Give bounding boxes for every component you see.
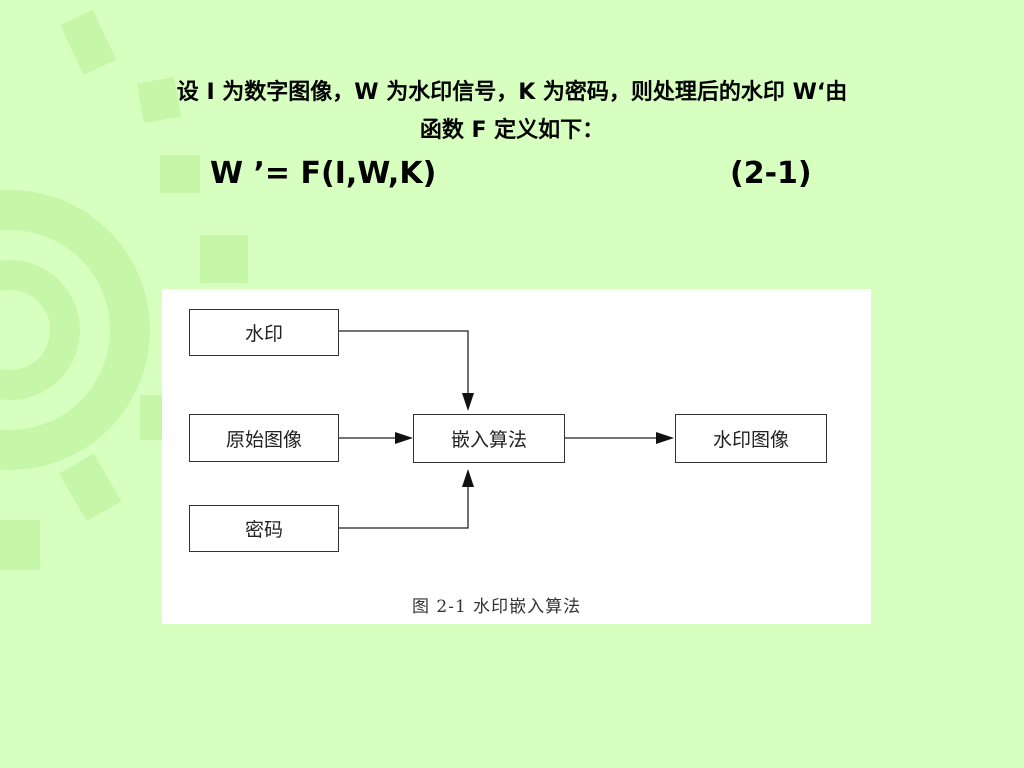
embedding-diagram: 水印 原始图像 密码 嵌入算法 水印图像 图 2-1 水印嵌入算法 — [162, 289, 871, 624]
node-key: 密码 — [189, 505, 339, 552]
heading-line-1: 设 I 为数字图像，W 为水印信号，K 为密码，则处理后的水印 W‘由 — [176, 80, 848, 105]
node-watermark: 水印 — [189, 309, 339, 356]
diagram-connectors — [338, 330, 674, 529]
figure-caption: 图 2-1 水印嵌入算法 — [412, 597, 582, 617]
node-embed-algorithm: 嵌入算法 — [413, 414, 565, 463]
arrowhead-right-1 — [395, 432, 413, 444]
heading-line-2: 函数 F 定义如下： — [419, 118, 605, 143]
arrowhead-up — [462, 469, 474, 487]
node-original-image: 原始图像 — [189, 414, 339, 462]
arrowhead-down — [462, 393, 474, 411]
node-watermarked-image: 水印图像 — [675, 414, 827, 463]
formula-number: (2-1) — [730, 156, 812, 191]
formula-expression: W ’= F(I,W,K) — [210, 156, 437, 191]
arrow-key-to-embed — [338, 479, 469, 529]
arrow-watermark-to-embed — [338, 330, 469, 401]
arrowhead-right-2 — [656, 432, 674, 444]
